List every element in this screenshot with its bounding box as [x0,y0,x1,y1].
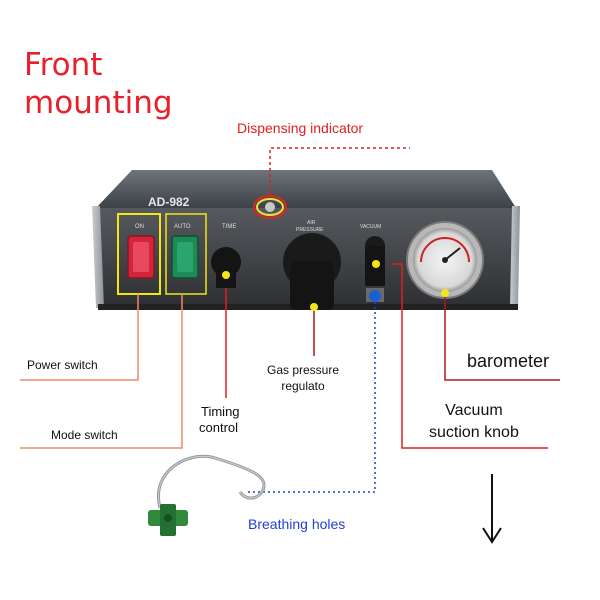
timing-control-label: Timing control [199,404,240,436]
model-label: AD-982 [148,195,190,209]
vacuum-line-1: Vacuum [445,402,503,419]
timing-control-line-2: control [199,420,239,435]
timing-control-line-1: Timing [201,404,240,419]
dispensing-indicator-label: Dispensing indicator [237,120,364,136]
gas-pressure-label: Gas pressure regulato [267,362,339,394]
barometer-gauge [406,221,484,299]
on-label: ON [135,224,144,230]
gas-pressure-regulator[interactable]: AIR PRESSURE [283,220,341,311]
mode-switch[interactable]: AUTO [165,213,207,295]
power-switch-label: Power switch [27,358,98,372]
air-label: AIR [307,220,316,226]
breathing-holes-label: Breathing holes [248,516,346,532]
foot-switch-hose [148,454,266,536]
auto-label: AUTO [174,224,191,230]
gas-pressure-line-1: Gas pressure [267,363,340,377]
vacuum-line-2: suction knob [429,424,519,441]
vacuum-knob-label: Vacuum suction knob [429,400,519,444]
vacuum-knob[interactable]: VACUUM [360,224,385,302]
title-line-2: mounting [24,85,173,121]
mode-switch-label: Mode switch [51,428,118,442]
title-line-1: Front [24,47,103,83]
vacuum-panel-label: VACUUM [360,224,381,230]
barometer-label: barometer [467,351,550,371]
page-title: Front mounting [24,46,173,122]
dispensing-indicator-light [253,195,287,219]
gas-pressure-line-2: regulato [281,379,325,393]
leader-lines [20,147,560,493]
pressure-label: PRESSURE [296,227,324,233]
power-switch[interactable]: ON [117,213,161,295]
timing-knob[interactable]: TIME [211,224,241,288]
down-arrow-icon [482,474,502,544]
time-label: TIME [222,224,236,230]
